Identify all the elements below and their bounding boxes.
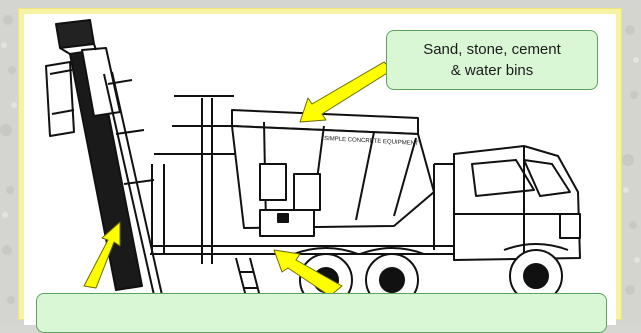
bins-callout-line1: Sand, stone, cement [387,39,597,60]
bins-callout-line2: & water bins [387,60,597,81]
arrow-to-controls [274,250,342,296]
arrow-to-bins [300,62,392,122]
bins-callout: Sand, stone, cement & water bins [386,30,598,90]
bottom-callout [36,293,607,333]
arrow-to-conveyor [84,222,120,288]
